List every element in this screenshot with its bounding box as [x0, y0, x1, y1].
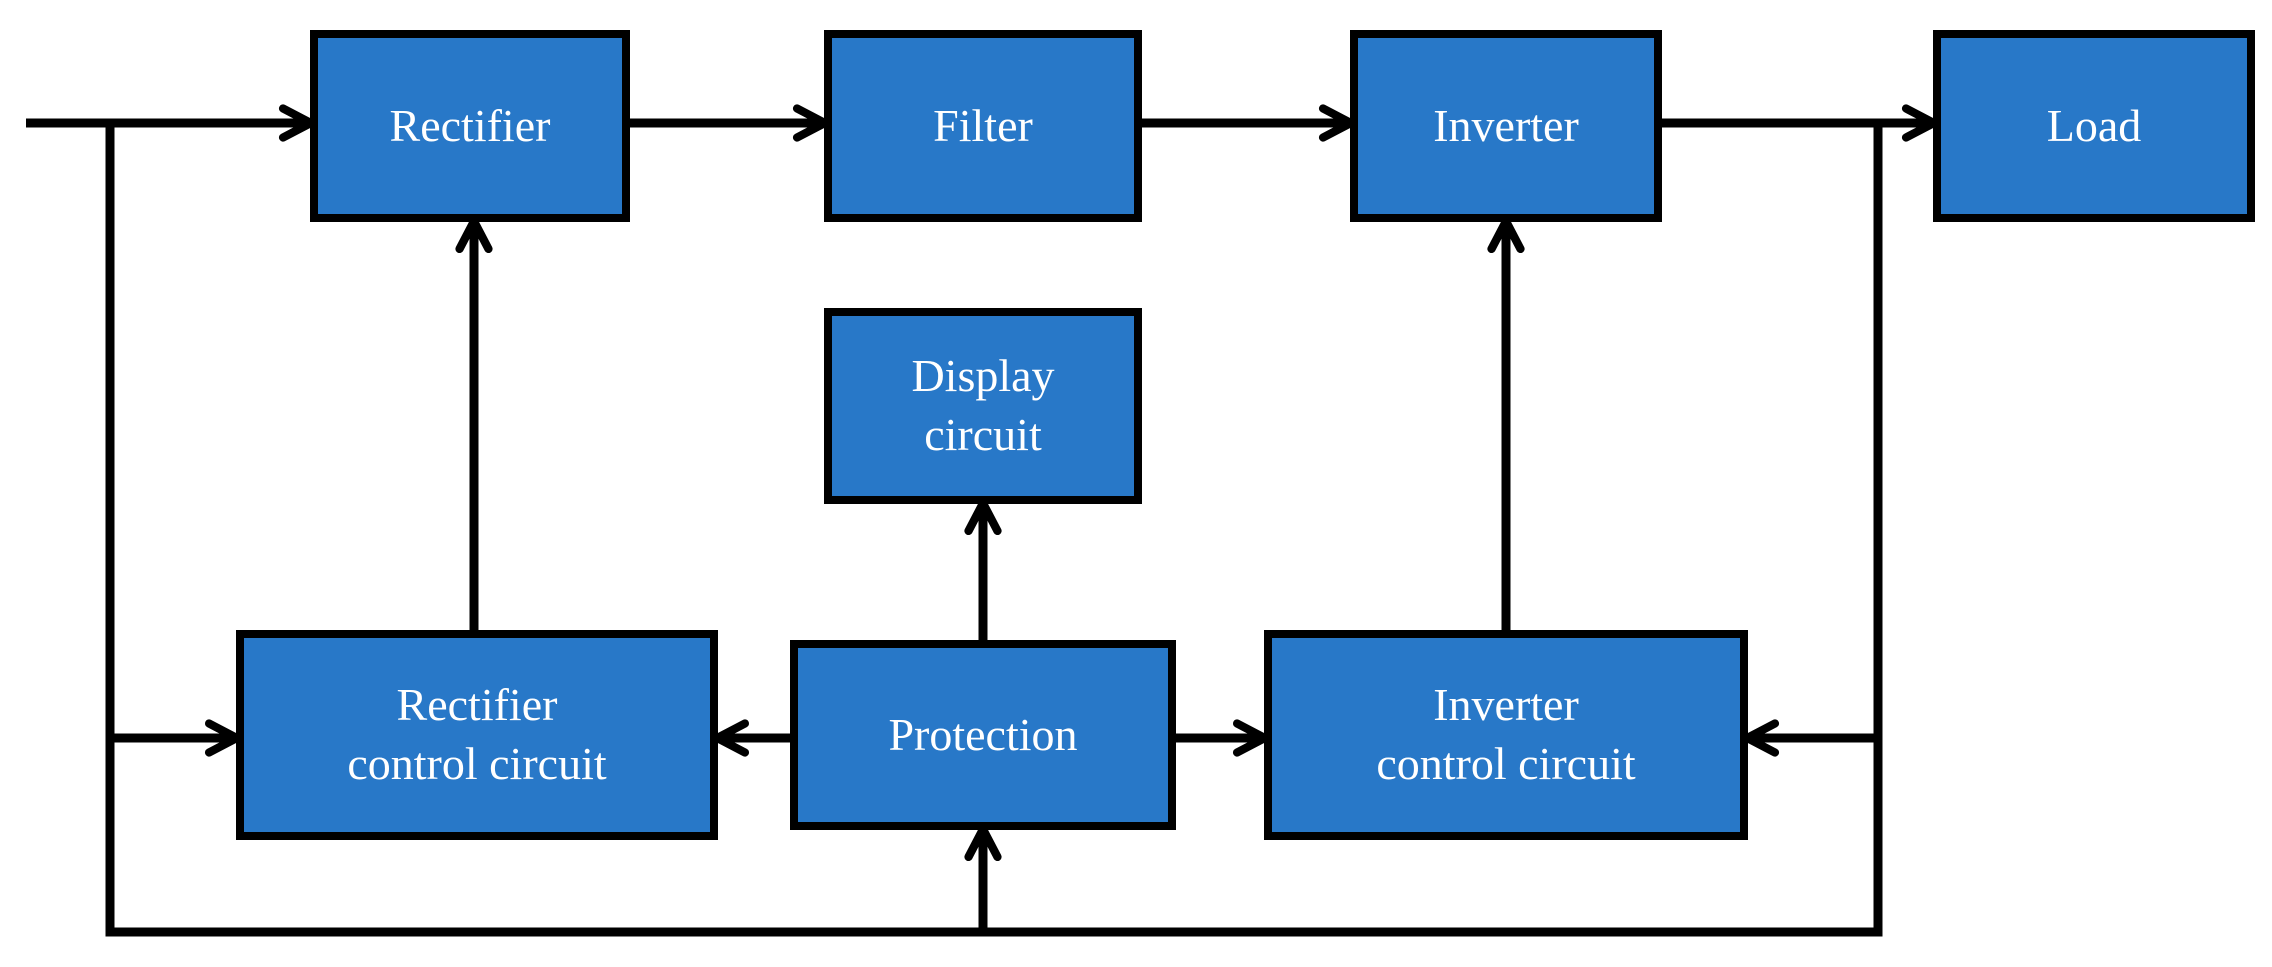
node-inverter-label: Inverter: [1433, 99, 1579, 151]
node-rectifier-control-circuit: Rectifier control circuit: [236, 630, 718, 840]
node-protection-label: Protection: [888, 708, 1078, 760]
node-inverter-control-circuit: Inverter control circuit: [1264, 630, 1748, 840]
node-load-label: Load: [2046, 99, 2142, 151]
node-inverter-control-circuit-label: Inverter control circuit: [1376, 679, 1636, 789]
node-rectifier: Rectifier: [310, 30, 630, 222]
feedback-bus-line: [105, 123, 1883, 937]
node-rectifier-control-circuit-label: Rectifier control circuit: [347, 679, 607, 789]
node-load: Load: [1933, 30, 2255, 222]
node-rectifier-label: Rectifier: [389, 99, 551, 151]
node-filter-label: Filter: [933, 99, 1033, 151]
node-display-circuit-label: Display circuit: [911, 350, 1055, 460]
node-display-circuit: Display circuit: [824, 308, 1142, 504]
node-protection: Protection: [790, 640, 1176, 830]
node-filter: Filter: [824, 30, 1142, 222]
node-inverter: Inverter: [1350, 30, 1662, 222]
